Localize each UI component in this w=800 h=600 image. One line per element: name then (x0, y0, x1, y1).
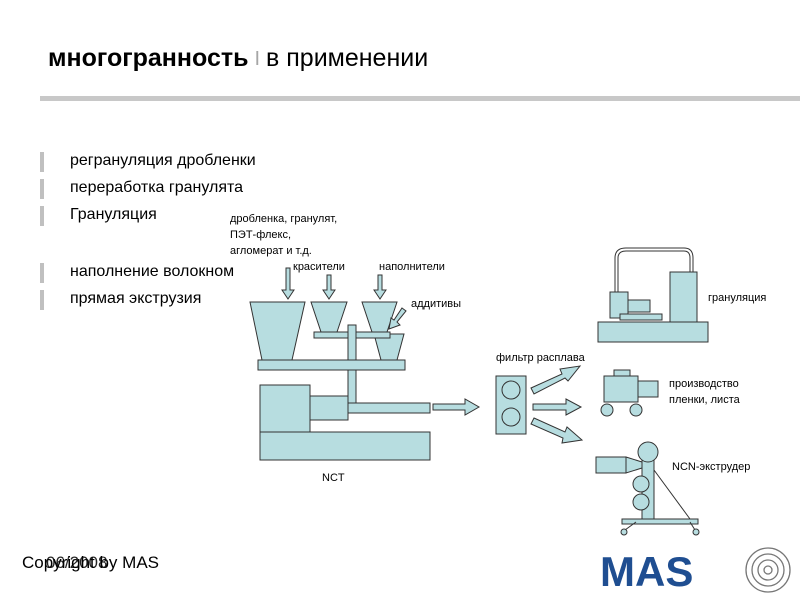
film-extruder (603, 375, 639, 403)
fillers-label: наполнители (379, 261, 445, 273)
ncn-wheel-left (620, 528, 628, 536)
extruder-barrel (347, 402, 431, 414)
ncn-die (625, 456, 643, 474)
filter-screen-top (501, 380, 521, 400)
copyright-text: Copyright by MAS (22, 553, 159, 572)
granulation-base (597, 321, 709, 343)
colorant-arrow (322, 274, 336, 300)
main-hopper (249, 301, 306, 361)
mas-logo: MAS (600, 547, 791, 595)
extruder-base (259, 431, 431, 461)
top-plate (257, 359, 406, 371)
drive-block (309, 395, 349, 421)
film-label-line: производство (669, 378, 739, 390)
filter-screen-bottom (501, 407, 521, 427)
filler-arrow (373, 274, 387, 300)
colorant-hopper (310, 301, 348, 333)
bullet-item: регрануляция дробленки (38, 150, 256, 177)
bullet-item: наполнение волокном (38, 261, 256, 288)
title-bold: многогранность (48, 44, 249, 72)
granulation-table (619, 313, 663, 321)
bullet-item: Грануляция (38, 204, 256, 231)
feed-arrow (281, 267, 295, 300)
ncn-label: NCN-экструдер (672, 461, 750, 473)
film-hopper (613, 369, 631, 377)
title-rule (40, 96, 800, 101)
ncn-roll-middle (632, 475, 650, 493)
title-rest: в применении (266, 44, 429, 72)
granulation-cabinet (669, 271, 698, 323)
granulation-pipe-inner (617, 250, 691, 292)
arrow-to-film (532, 398, 583, 416)
feed-label-line: ПЭТ-флекс, (230, 229, 291, 241)
logo-text: MAS (600, 548, 693, 595)
granulation-head (627, 299, 651, 313)
colorants-label: красители (293, 261, 345, 273)
title-separator: I (254, 48, 261, 70)
bullet-item: прямая экструзия (38, 288, 256, 315)
granulation-label: грануляция (708, 292, 766, 304)
bullet-list: регрануляция дробленки переработка грану… (38, 150, 256, 315)
arrow-to-granulation (530, 365, 582, 395)
arrow-to-filter (432, 398, 481, 416)
logo-rings-icon (745, 547, 791, 593)
feed-label-line: агломерат и т.д. (230, 245, 312, 257)
melt-filter-label: фильтр расплава (496, 352, 586, 364)
ncn-roll-top (637, 441, 659, 463)
bullet-item: переработка гранулята (38, 177, 256, 204)
additives-label: аддитивы (411, 298, 461, 310)
ncn-extruder (595, 456, 627, 474)
gearbox (259, 384, 311, 433)
film-wheel-left (600, 403, 614, 417)
footer-date: 06/2008 (46, 553, 108, 572)
film-wheel-right (629, 403, 643, 417)
arrow-to-ncn (530, 417, 584, 444)
nct-label: NCT (322, 472, 345, 484)
ncn-base (621, 518, 699, 525)
film-label-line: пленки, листа (669, 394, 741, 406)
ncn-roll-bottom (632, 493, 650, 511)
granulation-pipe (614, 247, 694, 292)
footer: Copyright by MAS 06/2008 (22, 553, 159, 573)
film-die (637, 380, 659, 398)
ncn-wheel-right (692, 528, 700, 536)
additive-arrow (388, 307, 407, 330)
feed-label-line: дробленка, гранулят, (230, 213, 337, 225)
